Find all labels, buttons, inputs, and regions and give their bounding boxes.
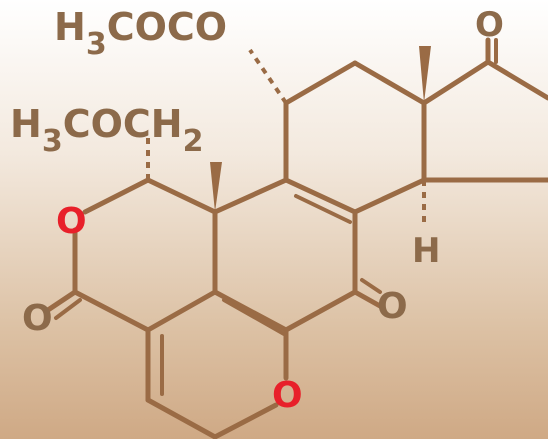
ketone-mid-oxygen: O (377, 286, 408, 327)
methoxymethyl-label: H3COCH2 (10, 102, 203, 159)
wedge-methyl-cd (419, 46, 431, 103)
bond-lines (45, 37, 548, 439)
ketone-top-oxygen: O (475, 5, 504, 45)
furan-ring-oxygen: O (272, 375, 303, 416)
hydrogen-label: H (412, 231, 440, 271)
lactone-carbonyl-oxygen: O (22, 298, 53, 339)
hashed-bond-acetoxy (248, 48, 288, 105)
acetoxy-label: H3COCO (54, 5, 227, 62)
atom-labels: H3COCO H3COCH2 O O O H O O (10, 5, 504, 416)
wedge-methyl-b (210, 162, 222, 212)
wedge-bonds (210, 46, 431, 212)
hashed-bonds (146, 48, 426, 228)
lactone-ring-oxygen: O (56, 201, 87, 242)
